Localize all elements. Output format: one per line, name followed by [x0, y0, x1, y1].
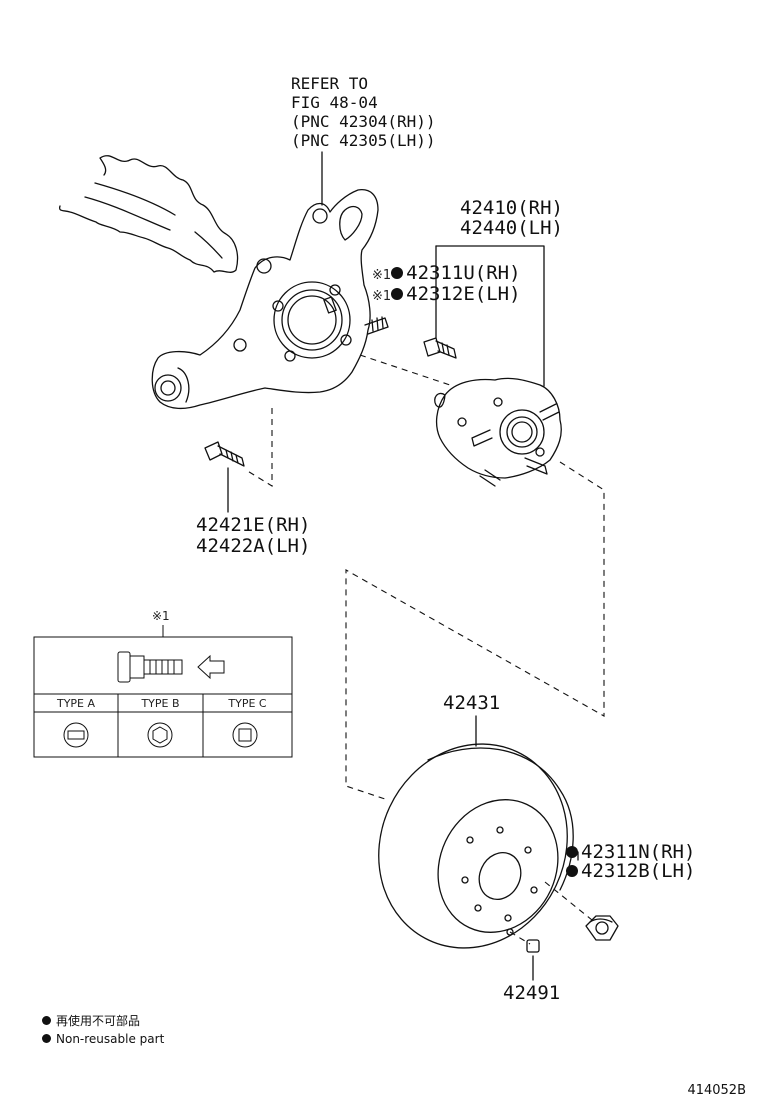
legend-en: Non-reusable part: [56, 1032, 165, 1046]
nut-rh: 42311N(RH): [581, 841, 696, 863]
legend-jp: 再使用不可部品: [56, 1014, 141, 1028]
nut-lh: 42312B(LH): [581, 860, 696, 882]
non-reusable-dot: [391, 267, 404, 279]
knuckle-bolt-lh: 42422A(LH): [196, 535, 311, 557]
screw-part-number: 42491: [503, 982, 561, 1004]
hub-bearing: [434, 377, 562, 487]
hub-bolt-rh: 42311U(RH): [406, 262, 521, 284]
hub-part-lh: 42440(LH): [460, 217, 563, 239]
non-reusable-dot: [566, 865, 578, 877]
refer-line-1: REFER TO: [291, 74, 369, 93]
figure-code: 414052B: [687, 1083, 746, 1098]
dash-hub-disc: [345, 461, 605, 801]
non-reusable-dot: [391, 288, 404, 300]
hub-bolt-lh: 42312E(LH): [406, 283, 521, 305]
hub-nut: [585, 915, 619, 941]
non-reusable-dot: [566, 846, 578, 858]
refer-line-2: FIG 48-04: [291, 93, 378, 112]
hub-part-rh: 42410(RH): [460, 197, 563, 219]
inset-type-b: TYPE B: [141, 697, 180, 710]
refer-line-3: (PNC 42304(RH)): [291, 112, 436, 131]
inset-mark: ※1: [152, 609, 170, 623]
hub-bolt: [423, 337, 457, 359]
nut-lh-row: 42312B(LH): [566, 860, 695, 882]
brake-disc: [378, 743, 574, 949]
hub-bolt-rh-row: ※1 42311U(RH): [372, 262, 521, 287]
legend-dot: [42, 1016, 51, 1025]
dash-hub-bolt: [359, 354, 451, 386]
legend-en-row: Non-reusable part: [42, 1030, 164, 1048]
nut-rh-row: 42311N(RH): [566, 841, 695, 863]
knuckle-bolt: [204, 441, 245, 467]
hub-bolt-mark-1: ※1: [372, 268, 392, 283]
dash-knuckle: [245, 408, 273, 487]
hub-bolt-mark-2: ※1: [372, 289, 392, 304]
dash-screw: [509, 931, 531, 945]
inset-type-c: TYPE C: [228, 697, 267, 710]
refer-line-4: (PNC 42305(LH)): [291, 131, 436, 150]
inset-type-a: TYPE A: [56, 697, 96, 710]
disc-part-number: 42431: [443, 692, 501, 714]
set-screw: [526, 939, 540, 953]
legend-jp-row: 再使用不可部品: [42, 1012, 140, 1030]
knuckle-bolt-rh: 42421E(RH): [196, 514, 311, 536]
steering-knuckle: [151, 189, 389, 410]
legend-dot: [42, 1034, 51, 1043]
stud-type-inset: [33, 625, 293, 758]
hub-bolt-lh-row: ※1 42312E(LH): [372, 283, 521, 308]
leader-hub: [435, 245, 545, 387]
strut-cutaway-outline: [58, 155, 239, 273]
